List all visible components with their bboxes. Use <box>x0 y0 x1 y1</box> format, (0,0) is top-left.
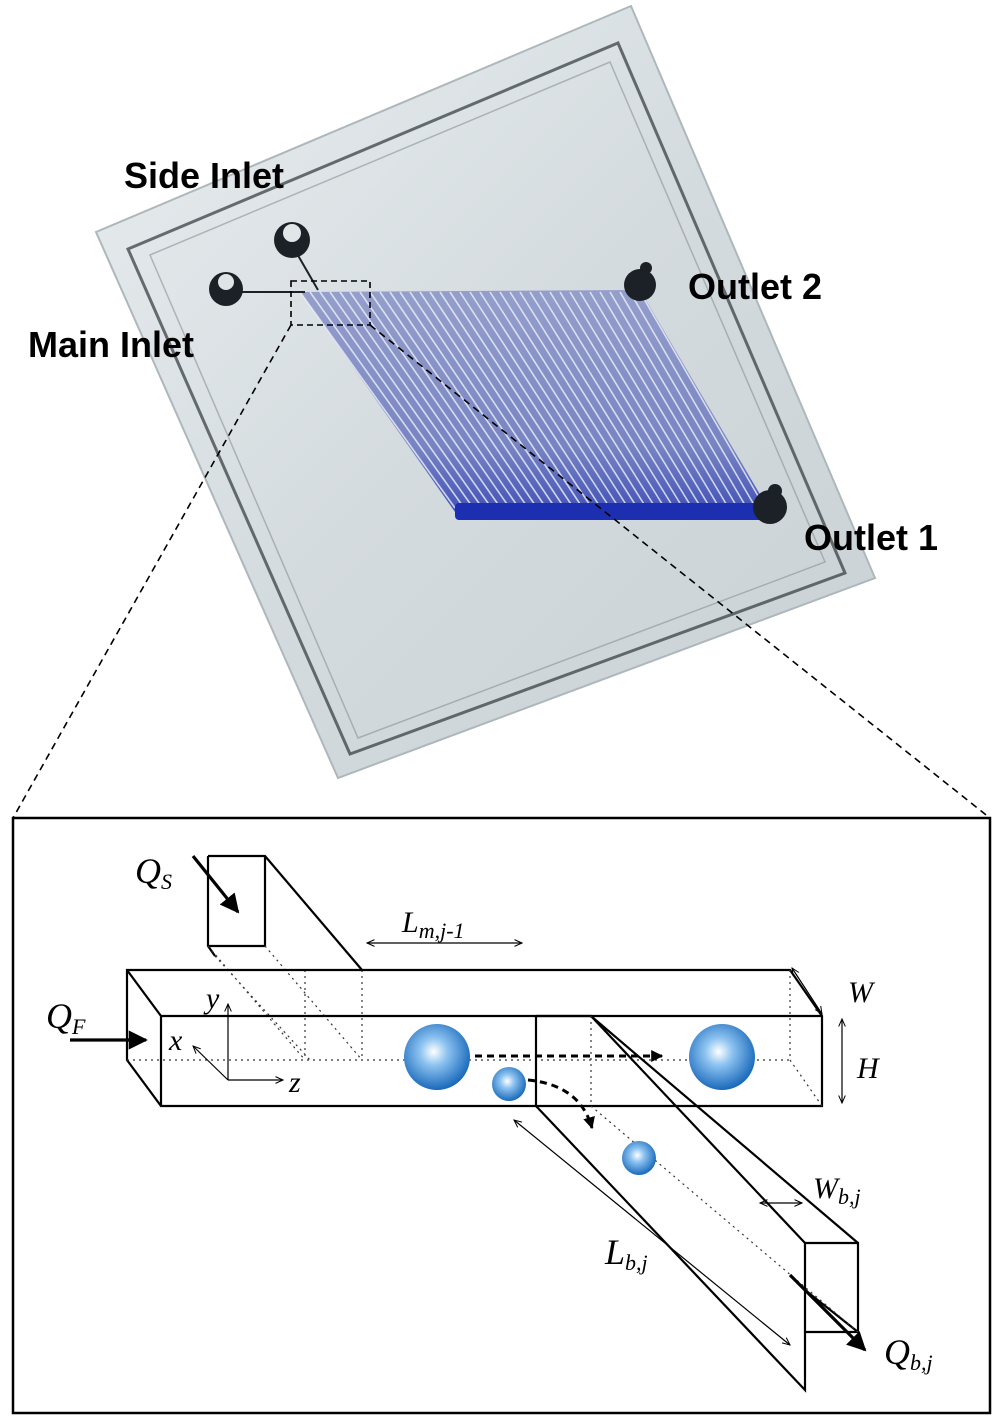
schematic-panel <box>11 816 992 1415</box>
side-inlet-port <box>274 222 310 258</box>
channel-line <box>489 291 629 509</box>
axis-y-label: y <box>203 982 220 1015</box>
axis-z-label: z <box>288 1066 301 1099</box>
channel-line <box>479 291 620 509</box>
channel-line <box>309 291 465 509</box>
q-branch-label: Qb,j <box>884 1332 933 1375</box>
zoom-region-box <box>290 280 371 326</box>
channel-line <box>619 291 748 509</box>
collection-channel <box>455 503 765 520</box>
small-particle-1 <box>492 1067 526 1101</box>
channel-line <box>389 291 538 509</box>
outlet-1-port <box>753 484 787 524</box>
side-inlet-label: Side Inlet <box>124 155 284 196</box>
coordinate-axes: y x z <box>168 982 301 1099</box>
main-inlet-label: Main Inlet <box>28 324 194 365</box>
channel-line <box>369 291 520 509</box>
branch-flow-arrow <box>788 1273 867 1352</box>
channel-line <box>299 291 456 509</box>
axis-x-label: x <box>168 1024 183 1057</box>
chip-inner-frame <box>126 41 848 756</box>
channel-line <box>599 291 730 509</box>
small-particle-trajectory <box>527 1078 595 1130</box>
width-label: W <box>848 976 876 1009</box>
branch-length-label: Lb,j <box>604 1232 648 1275</box>
zoom-guide-left <box>12 324 292 819</box>
zoom-guide-right <box>369 324 991 819</box>
channel-line <box>469 291 611 509</box>
channel-line <box>339 291 493 509</box>
large-particle-1 <box>404 1024 470 1090</box>
q-side-label: QS <box>135 851 172 894</box>
channel-line <box>559 291 693 509</box>
channel-line <box>329 291 484 509</box>
channel-line <box>629 291 757 509</box>
height-label: H <box>856 1052 881 1085</box>
channel-lines <box>299 291 766 509</box>
channel-line <box>419 291 566 509</box>
chip-inner-frame-2 <box>149 61 826 739</box>
channel-line <box>349 291 502 509</box>
side-flow-arrow <box>191 854 240 914</box>
channel-line <box>379 291 529 509</box>
chip-photo: Side Inlet Main Inlet Outlet 2 Outlet 1 <box>28 4 938 780</box>
channel-line <box>569 291 702 509</box>
channel-line <box>359 291 511 509</box>
channel-line <box>319 291 474 509</box>
branch-length-dimension <box>514 1120 790 1345</box>
channel-line <box>499 291 639 509</box>
q-feed-label: QF <box>46 996 86 1039</box>
main-inlet-port <box>209 272 243 306</box>
channel-line <box>639 291 766 509</box>
channel-line <box>579 291 711 509</box>
channel-line <box>449 291 593 509</box>
branch-width-label: Wb,j <box>813 1172 861 1209</box>
channel-line <box>589 291 721 509</box>
outlet-1-label: Outlet 1 <box>804 517 938 558</box>
channel-line <box>459 291 602 509</box>
small-particle-2 <box>622 1141 656 1175</box>
channel-line <box>409 291 556 509</box>
channel-line <box>609 291 739 509</box>
main-segment-length-label: Lm,j-1 <box>401 906 465 943</box>
large-particle-2 <box>689 1024 755 1090</box>
outlet-2-port <box>624 262 656 301</box>
channel-line <box>539 291 675 509</box>
outlet-2-label: Outlet 2 <box>688 266 822 307</box>
width-dimension <box>792 968 822 1014</box>
channel-line <box>429 291 575 509</box>
channel-line <box>399 291 547 509</box>
channel-line <box>439 291 584 509</box>
channel-line <box>509 291 648 509</box>
channel-line <box>529 291 666 509</box>
schematic-drawing: y x z QS QF Qb,j Lm,j-1 Lb,j Wb,j W H <box>46 851 933 1393</box>
channel-line <box>519 291 657 509</box>
channel-line <box>549 291 684 509</box>
